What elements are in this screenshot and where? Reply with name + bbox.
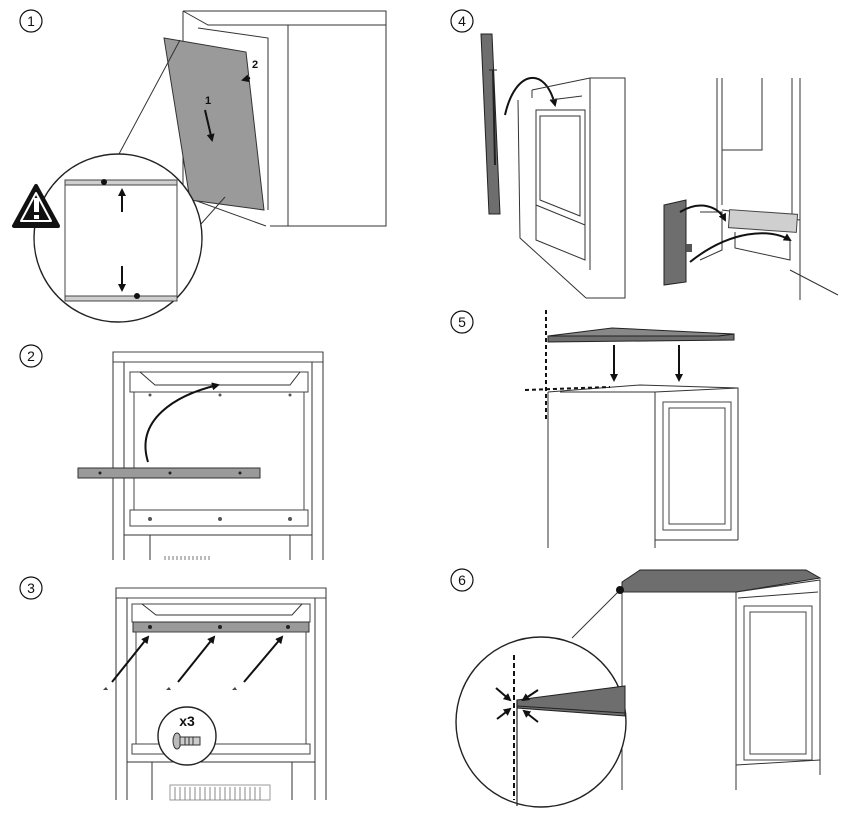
- step-5-number-badge: 5: [450, 310, 474, 334]
- installed-worktop: [621, 569, 822, 593]
- callout-1-label: 1: [205, 95, 211, 107]
- screw-quantity-badge: x3: [157, 706, 217, 766]
- step-5: 5: [450, 310, 739, 548]
- svg-text:6: 6: [458, 572, 466, 588]
- detail-leader: [571, 589, 621, 639]
- step-1-number-badge: 1: [19, 9, 43, 33]
- detail-magnifier: [33, 153, 203, 323]
- door-mount-arrow: [504, 76, 558, 116]
- cabinet-top-view: [547, 384, 739, 548]
- lower-door-panel: [663, 199, 692, 286]
- step-6-number-badge: 6: [450, 568, 474, 592]
- cabinet-iso-view: [517, 77, 626, 299]
- step-2-number-badge: 2: [19, 344, 43, 368]
- step-4-number-badge: 4: [450, 9, 474, 33]
- alignment-guides: [524, 310, 611, 420]
- door-side-profile: [480, 33, 501, 215]
- svg-text:3: 3: [27, 580, 35, 596]
- warning-icon: [12, 184, 60, 228]
- step-4: 4: [450, 9, 839, 300]
- svg-text:x3: x3: [179, 713, 195, 729]
- hinge-detail-view: [699, 78, 839, 300]
- svg-text:1: 1: [27, 13, 35, 29]
- hinge-arrow-upper: [679, 204, 726, 222]
- step-3-number-badge: 3: [19, 576, 43, 600]
- step-2: 2: [19, 344, 324, 560]
- back-panel: [163, 37, 265, 211]
- svg-text:4: 4: [458, 13, 466, 29]
- step-1: 1 1 2: [12, 9, 387, 323]
- rail-install-arrow: [144, 382, 220, 463]
- step-3: 3: [19, 576, 327, 801]
- cabinet-front-view-3: [115, 587, 327, 801]
- svg-text:5: 5: [458, 314, 466, 330]
- cabinet-front-view: [112, 351, 324, 560]
- screw-icon: [172, 732, 201, 750]
- finished-cabinet: [621, 579, 821, 790]
- edge-detail-magnifier: [455, 636, 627, 808]
- mounting-rail: [77, 467, 261, 479]
- detail-anchor-dot: [616, 586, 624, 594]
- panel-slide-arrow: [204, 109, 215, 142]
- step-6: 6: [450, 568, 822, 808]
- svg-text:2: 2: [27, 348, 35, 364]
- hinge-arrow-lower: [689, 232, 792, 263]
- callout-2-label: 2: [252, 59, 258, 71]
- screw-arrows: [103, 635, 284, 690]
- callout-2-arrow: [241, 74, 251, 83]
